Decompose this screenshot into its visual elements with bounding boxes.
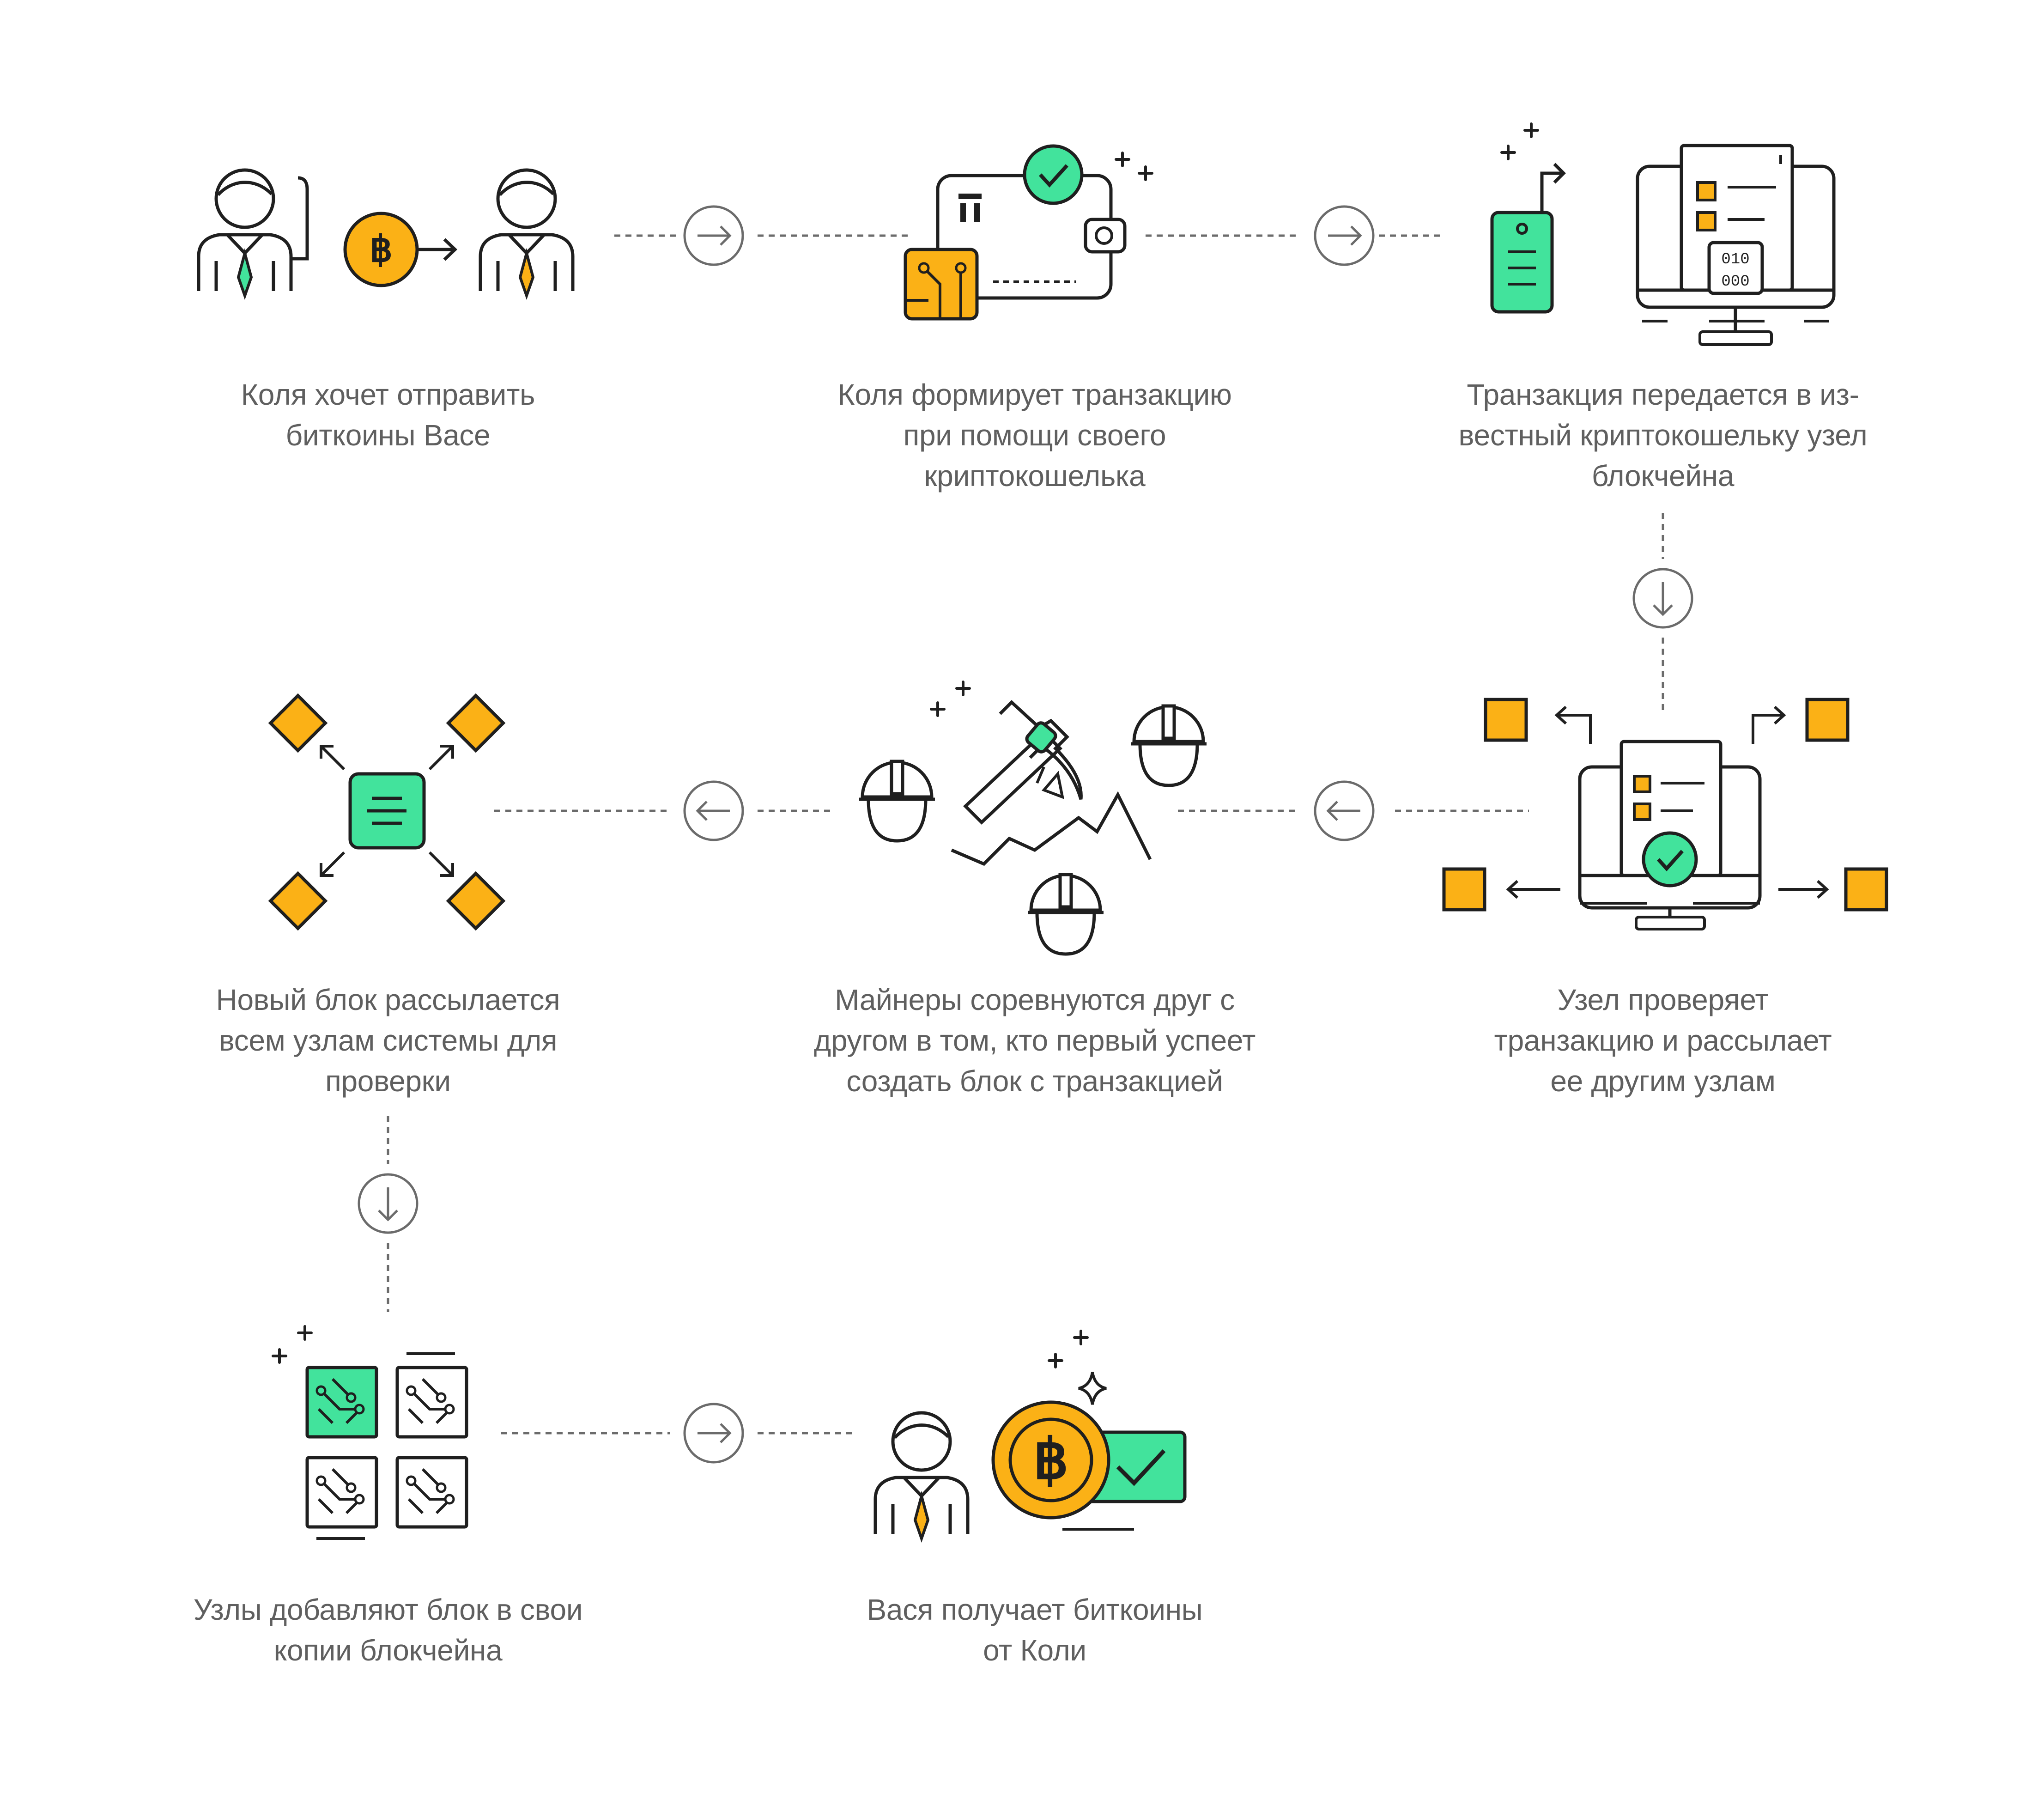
computer-icon: 010 000 <box>1636 144 1836 346</box>
connector-3-6 <box>1632 513 1693 711</box>
step-3-caption: Транзакция передается в из- вестный крип… <box>1458 378 1868 493</box>
svg-text:฿: ฿ <box>1033 1429 1068 1490</box>
connector-2-3 <box>1146 205 1441 266</box>
connector-5-4 <box>494 780 831 841</box>
node-square-top-right <box>1807 699 1848 740</box>
step-2-caption: Коля формирует транзакцию при помощи сво… <box>837 378 1232 493</box>
receiver-person-icon <box>480 170 573 300</box>
server-icon <box>1490 211 1554 314</box>
connector-4-7 <box>358 1116 419 1312</box>
transmit-arrow-icon <box>1540 163 1566 213</box>
verify-computer-icon <box>1578 740 1762 930</box>
step-1-icon: ฿ <box>199 170 573 300</box>
step-7-caption: Узлы добавляют блок в свои копии блокчей… <box>193 1593 583 1667</box>
chip-icon <box>904 248 979 321</box>
node-square-bottom-right <box>1846 869 1886 910</box>
step-1-caption: Коля хочет отправить биткоины Васе <box>241 378 535 452</box>
receiver-person-icon <box>875 1413 968 1543</box>
step-4-icon <box>271 696 503 929</box>
bitcoin-icon: ฿ <box>343 212 419 287</box>
send-arrow-icon <box>418 238 458 261</box>
step-5-icon <box>859 682 1207 954</box>
connector-7-8 <box>501 1403 855 1464</box>
step-6-icon <box>1444 699 1886 930</box>
step-2-icon <box>904 144 1152 321</box>
step-8-icon: ฿ <box>875 1331 1187 1543</box>
step-4-caption: Новый блок рассылается всем узлам систем… <box>216 983 560 1098</box>
step-5-caption: Майнеры соревнуются друг с другом в том,… <box>813 983 1256 1098</box>
svg-text:000: 000 <box>1721 273 1749 291</box>
node-square-bottom-left <box>1444 869 1485 910</box>
node-square-top-left <box>1486 699 1526 740</box>
check-icon <box>1023 144 1084 205</box>
step-3-icon: 010 000 <box>1490 124 1836 346</box>
node-network-icon <box>271 696 503 929</box>
bitcoin-icon: ฿ <box>991 1400 1110 1520</box>
step-6-caption: Узел проверяет транзакцию и рассылает ее… <box>1494 983 1832 1098</box>
svg-text:฿: ฿ <box>370 229 393 269</box>
connector-1-2 <box>614 205 910 266</box>
blocks-icon <box>305 1352 467 1540</box>
sender-person-icon <box>199 170 309 300</box>
sparkle-icon <box>1078 1372 1107 1405</box>
step-7-icon <box>273 1326 467 1540</box>
step-8-caption: Вася получает биткоины от Коли <box>867 1593 1203 1667</box>
connector-6-5 <box>1178 780 1529 841</box>
pickaxe-icon <box>951 700 1152 866</box>
svg-text:010: 010 <box>1721 251 1749 268</box>
